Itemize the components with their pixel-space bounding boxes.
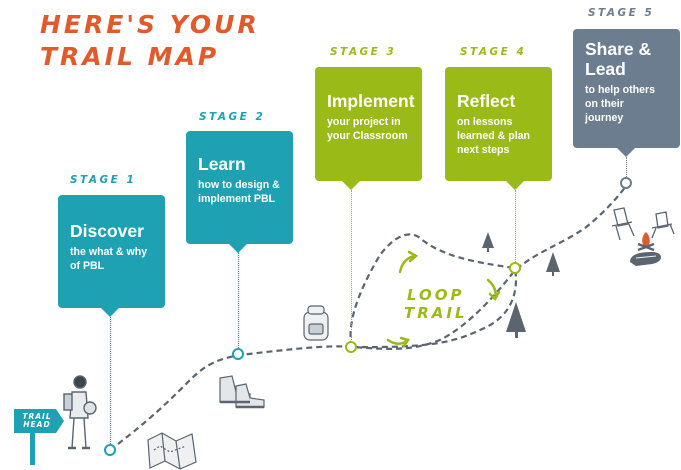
stage-1-connector <box>110 314 111 446</box>
stage-3-card-pointer <box>342 181 360 190</box>
stage-3-trail-marker <box>345 341 357 353</box>
stage-5-label: STAGE 5 <box>588 7 655 19</box>
page-title-line-1: HERE'S YOUR <box>40 10 260 39</box>
stage-4-connector <box>515 190 516 266</box>
stage-4-card-reflect[interactable]: Reflect on lessons learned & plan next s… <box>445 67 552 190</box>
pine-tree-icon <box>482 232 560 338</box>
stage-1-title: Discover <box>70 221 144 241</box>
trailhead-sign-label: TRAIL HEAD <box>16 413 58 429</box>
stage-2-connector <box>238 252 239 352</box>
stage-5-description: to help others on their journey <box>585 84 656 124</box>
sleeping-bag-icon <box>630 252 661 266</box>
trail-path <box>109 182 629 451</box>
loop-arrow-icon <box>386 250 501 348</box>
stage-3-connector <box>351 190 352 344</box>
stage-5-title: Share & Lead <box>585 39 652 79</box>
trailhead-label-line-2: HEAD <box>23 420 51 429</box>
backpack-icon <box>303 305 329 341</box>
stage-1-trail-marker <box>104 444 116 456</box>
stage-4-trail-marker <box>509 262 521 274</box>
stage-3-label: STAGE 3 <box>330 46 397 58</box>
stage-1-card-discover[interactable]: Discover the what & why of PBL <box>58 195 165 317</box>
stage-2-label: STAGE 2 <box>199 111 266 123</box>
page-title-line-2: TRAIL MAP <box>40 42 220 71</box>
stage-3-card-implement[interactable]: Implement your project in your Classroom <box>315 67 422 190</box>
stage-2-card-pointer <box>229 244 247 253</box>
stage-3-description: your project in your Classroom <box>327 116 408 142</box>
stage-5-card-share-lead[interactable]: Share & Lead to help others on their jou… <box>573 29 680 157</box>
stage-4-description: on lessons learned & plan next steps <box>457 116 530 156</box>
loop-trail-label: LOOP TRAIL <box>404 286 468 322</box>
trailhead-label-line-1: TRAIL <box>22 412 52 421</box>
loop-trail-label-line-2: TRAIL <box>404 304 468 322</box>
stage-5-connector <box>626 157 627 181</box>
stage-1-description: the what & why of PBL <box>70 246 148 272</box>
stage-4-title: Reflect <box>457 91 516 111</box>
trailhead-sign-icon <box>14 409 64 465</box>
camp-chair-icon <box>611 207 675 241</box>
stage-4-card-pointer <box>506 181 524 190</box>
stage-2-title: Learn <box>198 154 246 174</box>
stage-5-trail-marker <box>620 177 632 189</box>
stage-3-title: Implement <box>327 91 415 111</box>
loop-trail-path <box>349 233 518 349</box>
stage-5-card-pointer <box>617 148 635 157</box>
hiker-icon <box>63 375 97 450</box>
stage-4-label: STAGE 4 <box>460 46 527 58</box>
stage-2-card-learn[interactable]: Learn how to design & implement PBL <box>186 131 293 253</box>
stage-1-label: STAGE 1 <box>70 174 137 186</box>
stage-1-card-pointer <box>101 308 119 317</box>
campfire-icon <box>637 232 655 252</box>
stage-2-description: how to design & implement PBL <box>198 179 280 205</box>
boots-icon <box>219 375 265 409</box>
stage-2-trail-marker <box>232 348 244 360</box>
loop-trail-label-line-1: LOOP <box>407 286 465 304</box>
map-icon <box>147 432 197 470</box>
